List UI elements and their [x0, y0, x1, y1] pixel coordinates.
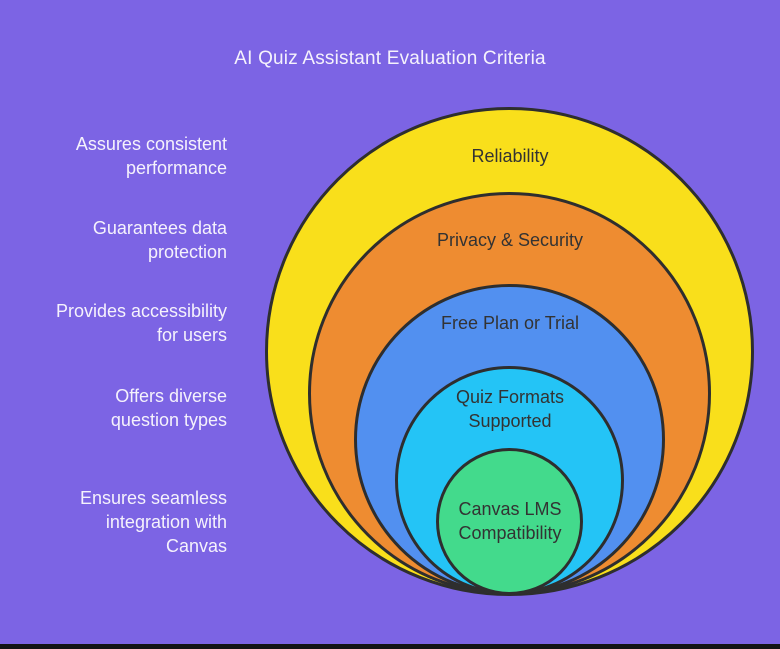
ring-label-line: Free Plan or Trial	[440, 313, 580, 333]
page-title: AI Quiz Assistant Evaluation Criteria	[234, 48, 546, 69]
ring-label-canvas-lms: Canvas LMS Compatibility	[420, 497, 600, 545]
side-label-line: Assures consistent	[75, 134, 227, 154]
side-label-line: integration with	[105, 512, 227, 532]
ring-circle-canvas-lms	[436, 448, 583, 595]
side-label-line: Canvas	[165, 536, 227, 556]
side-label-line: Ensures seamless	[79, 488, 227, 508]
ring-label-quiz-formats: Quiz Formats Supported	[425, 385, 595, 433]
side-label-canvas-lms: Ensures seamless integration with Canvas	[0, 486, 227, 558]
ring-label-line: Compatibility	[458, 523, 562, 543]
side-label-free-plan: Provides accessibility for users	[0, 299, 227, 347]
side-label-quiz-formats: Offers diverse question types	[0, 384, 227, 432]
ring-label-privacy-security: Privacy & Security	[385, 228, 635, 252]
side-label-line: performance	[125, 158, 227, 178]
ring-label-line: Quiz Formats	[455, 387, 565, 407]
side-label-line: Offers diverse	[115, 386, 227, 406]
side-label-reliability: Assures consistent performance	[0, 132, 227, 180]
side-label-line: question types	[110, 410, 227, 430]
ring-label-line: Privacy & Security	[436, 230, 584, 250]
ring-label-line: Canvas LMS	[458, 499, 562, 519]
bottom-edge-bar	[0, 644, 780, 649]
ring-label-free-plan: Free Plan or Trial	[385, 311, 635, 335]
ring-label-line: Supported	[468, 411, 552, 431]
ring-label-reliability: Reliability	[385, 144, 635, 168]
ring-label-line: Reliability	[471, 146, 549, 166]
side-label-line: for users	[156, 325, 227, 345]
side-label-line: protection	[147, 242, 227, 262]
side-label-line: Guarantees data	[92, 218, 227, 238]
side-label-privacy-security: Guarantees data protection	[0, 216, 227, 264]
side-label-line: Provides accessibility	[55, 301, 227, 321]
